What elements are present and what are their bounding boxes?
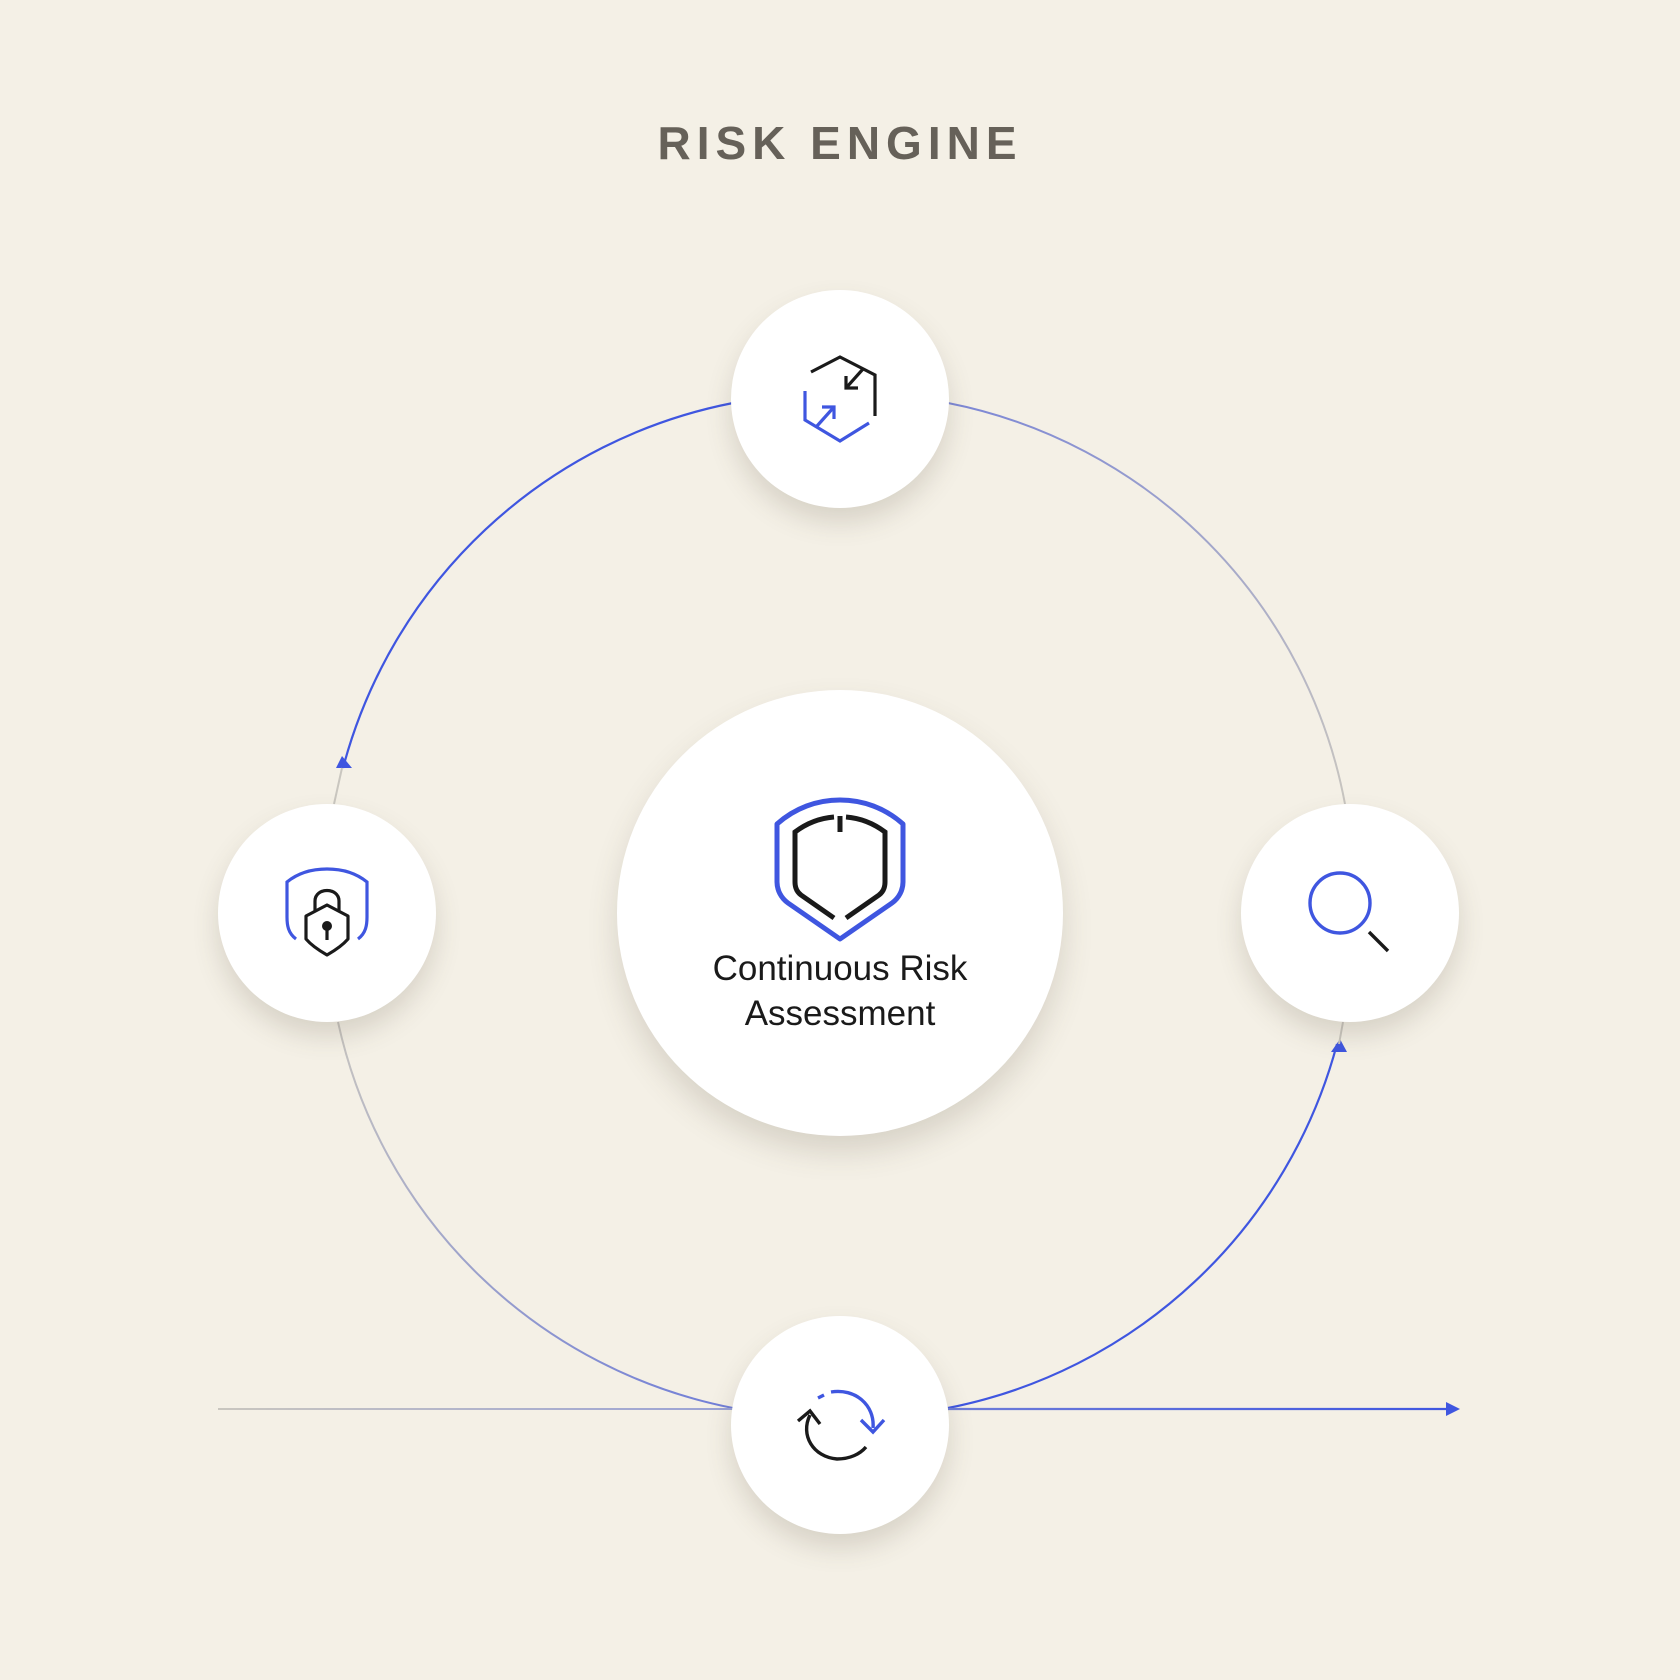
arc-bottom-to-right — [947, 1043, 1339, 1410]
center-label-line1: Continuous Risk — [712, 949, 968, 988]
shield-icon — [774, 797, 906, 942]
node-top — [731, 290, 949, 508]
arrowhead-right — [1331, 1039, 1347, 1052]
arrowhead-output — [1446, 1402, 1460, 1416]
arc-top-to-left — [341, 401, 734, 769]
center-node: Continuous Risk Assessment — [617, 690, 1063, 1136]
node-left — [218, 804, 436, 1022]
node-right — [1241, 804, 1459, 1022]
diagram-title: RISK ENGINE — [657, 117, 1023, 169]
node-bottom — [731, 1316, 949, 1534]
arc-left-to-bottom — [337, 1021, 734, 1409]
center-label: Continuous Risk Assessment — [617, 946, 1063, 1036]
refresh-cycle-icon — [796, 1389, 886, 1461]
arrowhead-left — [336, 756, 352, 768]
center-label-line2: Assessment — [744, 994, 936, 1033]
arc-top-to-right — [947, 402, 1346, 805]
shield-lock-icon — [285, 867, 369, 957]
search-icon — [1308, 871, 1390, 953]
hexagon-exchange-icon — [803, 355, 877, 443]
